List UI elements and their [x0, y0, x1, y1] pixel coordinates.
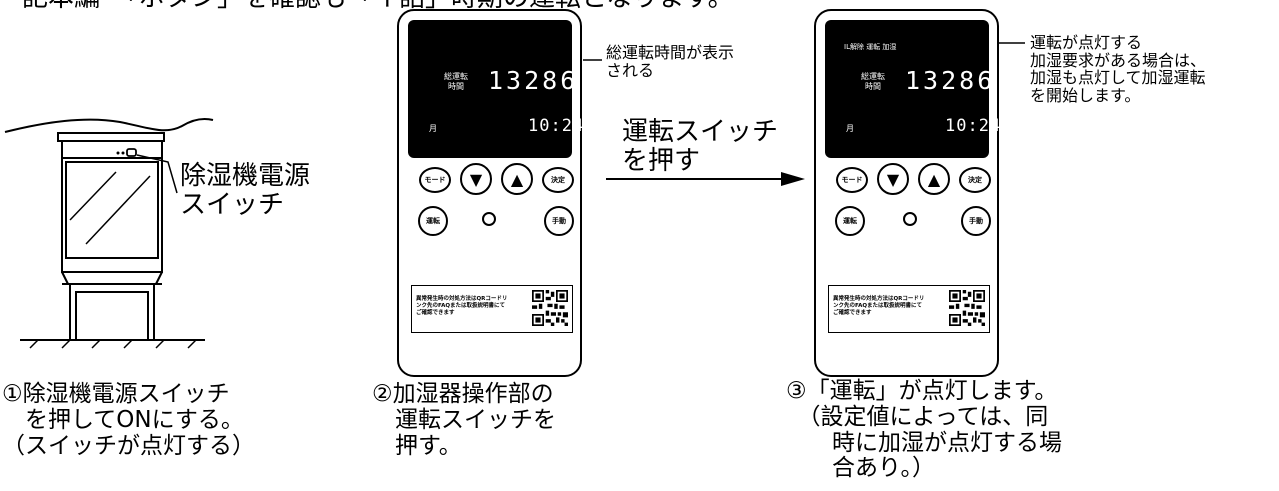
- panel-3-status-lamp: [903, 212, 917, 226]
- panel-3-run-button[interactable]: 運転: [835, 206, 865, 236]
- switch-leader-line: [136, 154, 178, 194]
- panel-2-run-button[interactable]: 運転: [418, 206, 448, 236]
- panel-2-qr-code-icon: [532, 290, 568, 326]
- top-partial-text: 記本編・「ボタン」を確認も「イ詰」時期の運転となります。: [22, 0, 734, 13]
- step-1-caption: ①除湿機電源スイッチ を押してONにする。 （スイッチが点灯する）: [2, 381, 255, 459]
- panel-2-up-button[interactable]: ▲: [501, 163, 533, 195]
- panel-2-enter-button[interactable]: 決定: [542, 167, 574, 193]
- panel-2-display-time: 10:24: [528, 116, 585, 136]
- panel-2-display-value: 13286: [488, 66, 579, 95]
- step-3-caption: ③「運転」が点灯します。 （設定値によっては、同 時に加湿が点灯する場 合あり。…: [786, 378, 1062, 482]
- panel-3-down-button[interactable]: ▼: [877, 163, 909, 195]
- panel-3-manual-button[interactable]: 手動: [961, 206, 991, 236]
- panel-2-down-button[interactable]: ▼: [460, 163, 492, 195]
- panel-3-display-value: 13286: [905, 66, 996, 95]
- panel-2-manual-button[interactable]: 手動: [544, 206, 574, 236]
- panel-2-display-label: 総運転 時間: [444, 72, 468, 92]
- panel-3-callout: 運転が点灯する 加湿要求がある場合は、 加湿も点灯して加湿運転 を開始します。: [1030, 33, 1207, 105]
- panel-3-display-month: 月: [846, 124, 854, 133]
- panel-3-display: IL解除 運転 加湿 総運転 時間 13286 月 10:24: [825, 20, 1000, 158]
- panel-3-mode-button[interactable]: モード: [836, 167, 868, 193]
- panel-2-info-label: 異常発生時の対処方法はQRコードリ ンク先のFAQまたは取扱説明書にて ご確認で…: [411, 285, 573, 333]
- arrow-label: 運転スイッチ を押す: [622, 117, 779, 176]
- panel-2-callout: 総運転時間が表示 される: [606, 43, 735, 80]
- step-arrow: [606, 172, 805, 186]
- dehumidifier-switch-label-text: 除湿機電源 スイッチ: [180, 161, 311, 221]
- panel-2-display: 総運転 時間 13286 月 10:24: [408, 20, 583, 158]
- panel-3-display-label: 総運転 時間: [861, 72, 885, 92]
- panel-3-status-text: IL解除 運転 加湿: [844, 43, 897, 51]
- panel-2-display-month: 月: [429, 124, 437, 133]
- panel-3-info-text: 異常発生時の対処方法はQRコードリ ンク先のFAQまたは取扱説明書にて ご確認で…: [833, 296, 925, 316]
- panel-3-qr-code-icon: [949, 290, 985, 326]
- panel-3-info-label: 異常発生時の対処方法はQRコードリ ンク先のFAQまたは取扱説明書にて ご確認で…: [828, 285, 990, 333]
- dehumidifier-switch-label: 除湿機電源 スイッチ: [180, 161, 311, 221]
- dehumidifier-unit: [20, 132, 205, 349]
- ceiling-line: [4, 117, 214, 133]
- power-switch-icon: [116, 148, 137, 157]
- panel-2-status-lamp: [482, 212, 496, 226]
- panel-2-mode-button[interactable]: モード: [419, 167, 451, 193]
- panel-2-info-text: 異常発生時の対処方法はQRコードリ ンク先のFAQまたは取扱説明書にて ご確認で…: [416, 296, 508, 316]
- panel-3-display-time: 10:24: [945, 116, 1002, 136]
- step-2-caption: ②加湿器操作部の 運転スイッチを 押す。: [372, 381, 556, 459]
- panel-3-enter-button[interactable]: 決定: [959, 167, 991, 193]
- panel-3-up-button[interactable]: ▲: [918, 163, 950, 195]
